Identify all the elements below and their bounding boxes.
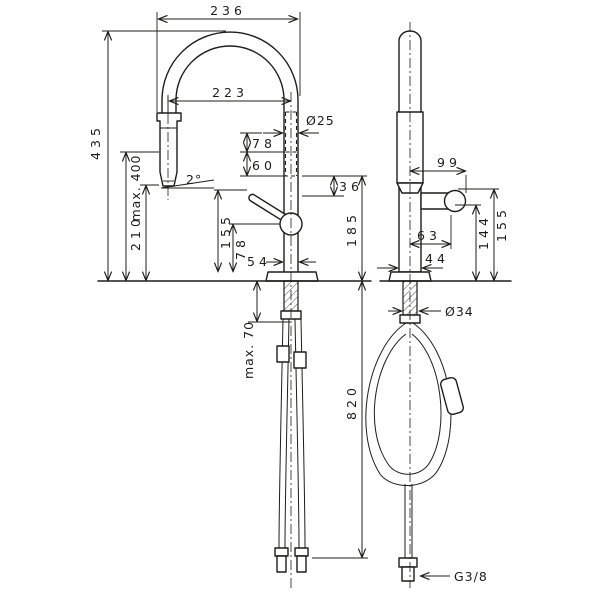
dim-label-223: 223 — [212, 85, 248, 100]
dim-label-o25: Ø25 — [306, 113, 335, 128]
dim-label-435: 435 — [88, 124, 103, 160]
dim-label-210: 210 — [128, 215, 143, 251]
dim-label-155-front: 155 — [218, 213, 233, 249]
hose-connector-tip — [296, 555, 307, 573]
dimension-angle-2deg: 2° — [160, 172, 215, 189]
dim-label-o34: Ø34 — [445, 304, 474, 319]
dim-label-78-lower: 78 — [233, 236, 248, 260]
centerlines — [167, 22, 411, 588]
handle-knob-side — [443, 189, 467, 213]
dim-label-36: 36 — [339, 179, 363, 194]
dim-label-44: 44 — [425, 251, 449, 266]
dimension-63: 63 — [410, 215, 451, 249]
dim-label-60: 60 — [252, 158, 276, 173]
dimension-144: 144 — [455, 205, 491, 281]
dimension-60: 60 — [247, 152, 276, 176]
dimension-210: 210 — [128, 185, 159, 281]
dim-label-820: 820 — [344, 384, 359, 420]
dimension-78-lower: 78 — [229, 224, 280, 272]
spray-head-dashed-position — [284, 111, 298, 177]
hose-connector — [274, 547, 289, 557]
dim-label-236: 236 — [210, 3, 246, 18]
dimension-44: 44 — [377, 251, 449, 268]
dim-label-max70: max. 70 — [241, 321, 256, 379]
dimension-shank-diameter: Ø34 — [388, 304, 474, 319]
hose-weight — [440, 376, 464, 416]
dimension-thread: G3/8 — [420, 569, 488, 584]
dim-label-155-side: 155 — [494, 206, 509, 242]
dimension-max-400: max. 400 — [120, 152, 159, 281]
dimension-185: 185 — [344, 176, 362, 281]
dim-label-2deg: 2° — [186, 172, 202, 187]
hose-connector — [294, 547, 309, 557]
dim-label-54: 54 — [247, 254, 271, 269]
dim-label-g38: G3/8 — [454, 569, 488, 584]
dimension-223: 223 — [167, 85, 291, 114]
escutcheon-front — [265, 271, 319, 282]
dim-label-185: 185 — [344, 211, 359, 247]
spout-outer-curve — [161, 31, 299, 273]
dimension-155-side: 155 — [458, 189, 509, 281]
hose-fitting — [276, 345, 290, 363]
dimension-236: 236 — [156, 3, 301, 112]
dim-label-63: 63 — [417, 228, 441, 243]
hose-fitting — [293, 351, 307, 369]
dimension-max-70: max. 70 — [241, 281, 290, 379]
supply-hoses — [274, 318, 309, 573]
spout-inner-curve — [175, 45, 285, 273]
dim-label-144: 144 — [476, 214, 491, 250]
dimension-820: 820 — [312, 281, 368, 558]
front-view — [156, 31, 319, 573]
dim-label-max400: max. 400 — [128, 154, 143, 221]
dimension-36: 36 — [302, 176, 367, 196]
pullout-hose-loop — [365, 322, 464, 582]
dim-label-78: 78 — [252, 136, 276, 151]
spray-head — [156, 112, 182, 187]
hose-connector-tip — [401, 566, 415, 582]
dimension-435: 435 — [88, 31, 226, 281]
dimension-99: 99 — [410, 155, 466, 193]
dimension-spout-diameter: Ø25 — [263, 113, 335, 133]
dimension-54: 54 — [247, 254, 316, 269]
hose-connector-tip — [276, 555, 287, 573]
hose-connector — [398, 557, 418, 568]
dim-label-99: 99 — [437, 155, 461, 170]
